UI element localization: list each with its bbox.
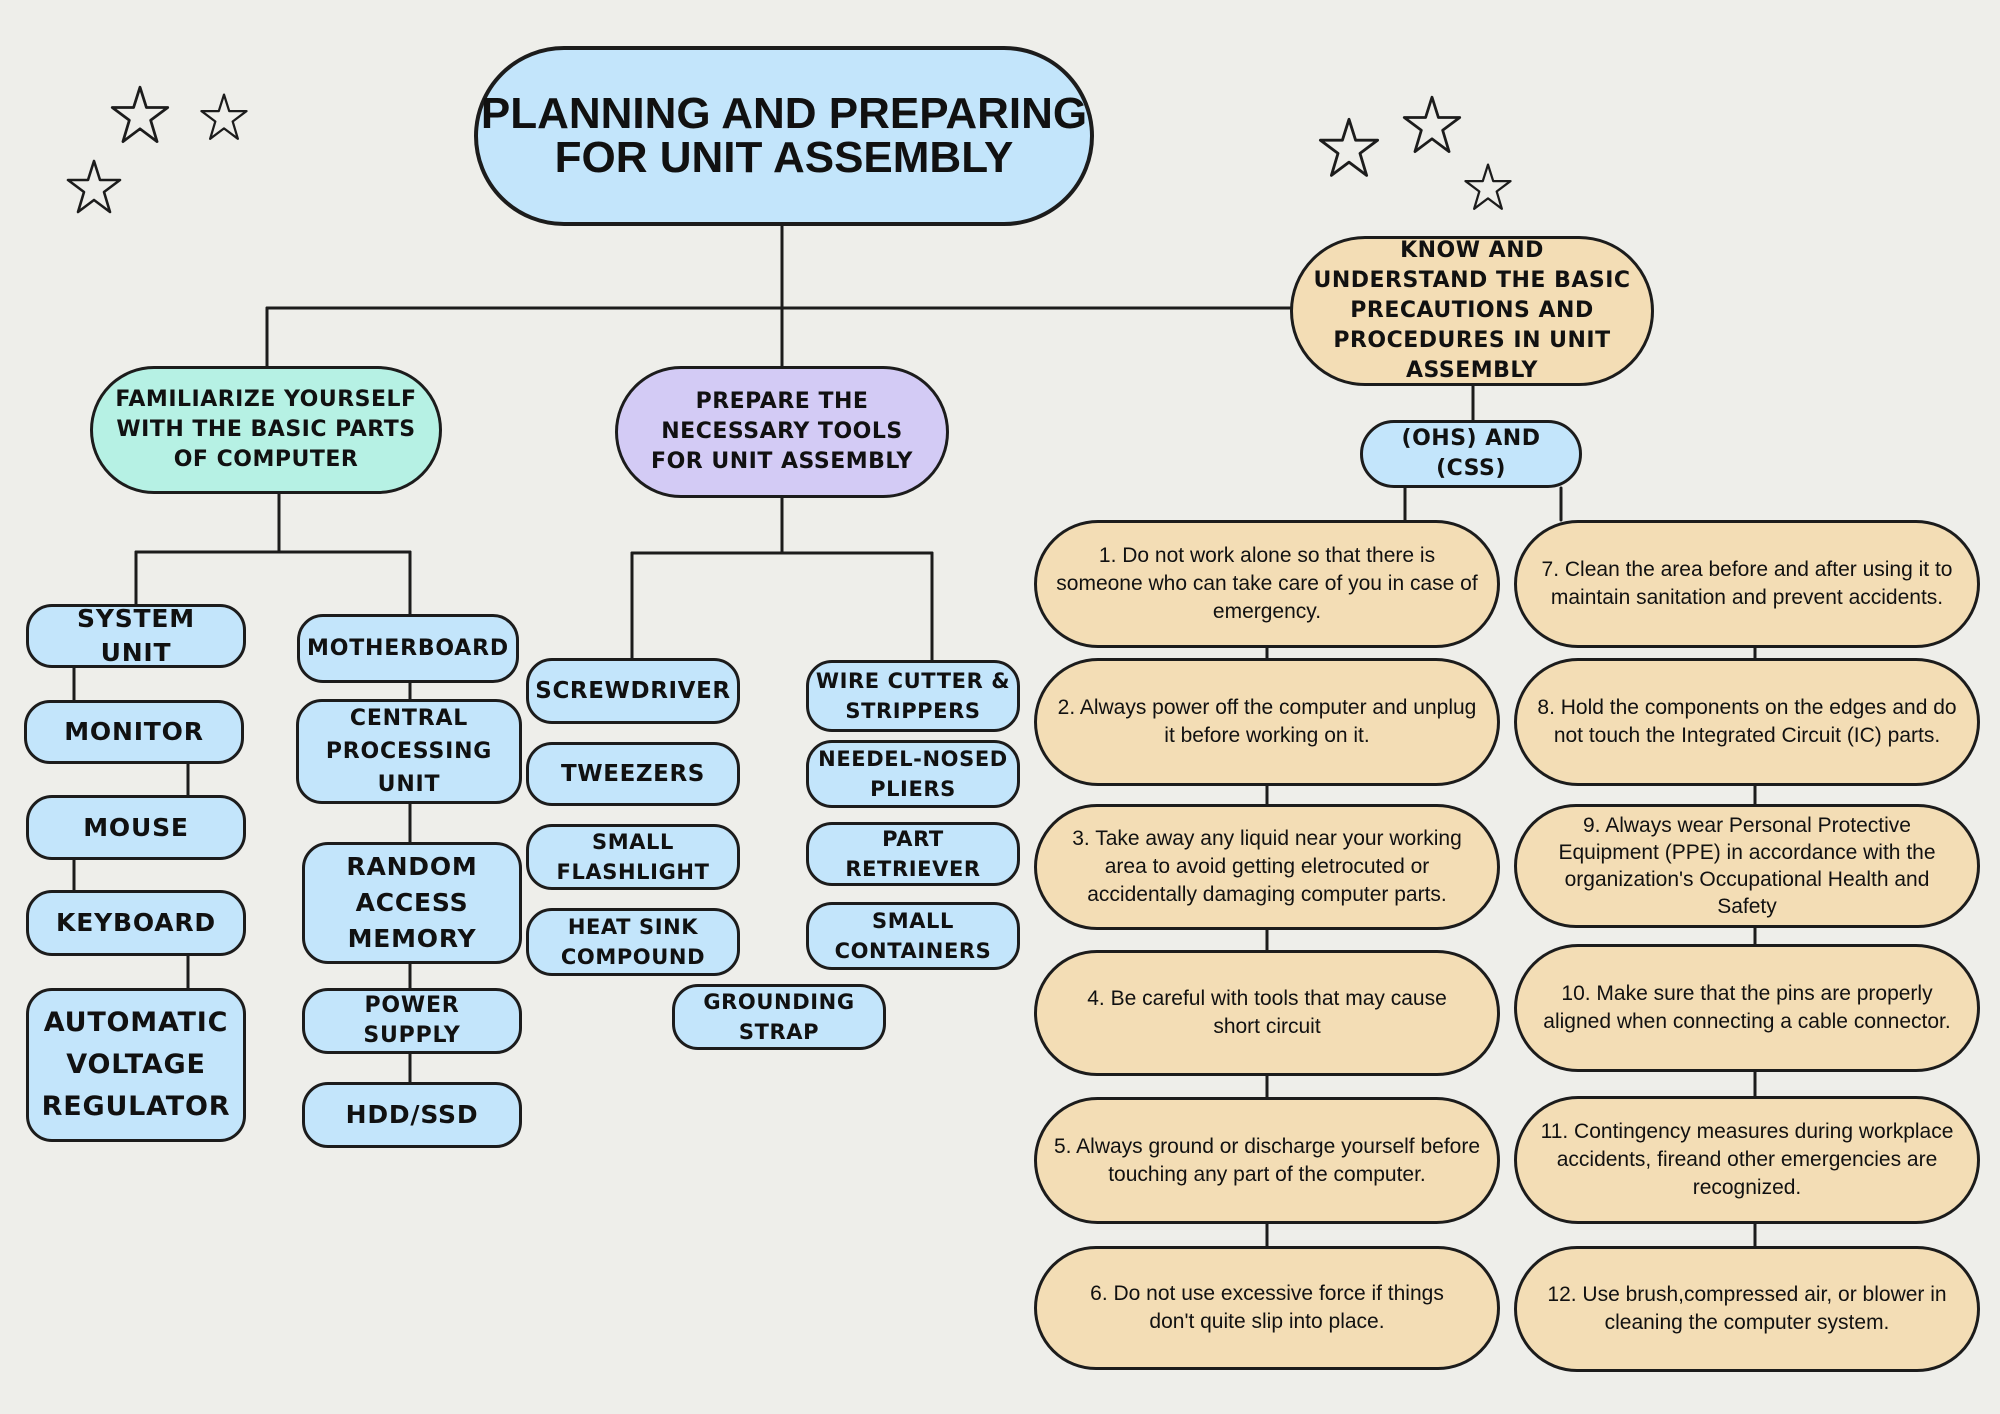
category-tools: PREPARE THE NECESSARY TOOLS FOR UNIT ASS… — [615, 366, 949, 498]
star-icon — [1318, 117, 1380, 177]
precaution-10: 10. Make sure that the pins are properly… — [1514, 944, 1980, 1072]
category-basic-parts: FAMILIARIZE YOURSELF WITH THE BASIC PART… — [90, 366, 442, 494]
tool-grounding-strap: GROUNDING STRAP — [672, 984, 886, 1050]
part-hdd-ssd: HDD/SSD — [302, 1082, 522, 1148]
precaution-12: 12. Use brush,compressed air, or blower … — [1514, 1246, 1980, 1372]
tool-heat-sink-compound: HEAT SINK COMPOUND — [526, 908, 740, 976]
tool-screwdriver: SCREWDRIVER — [526, 658, 740, 724]
tool-needle-nosed-pliers: NEEDEL-NOSED PLIERS — [806, 740, 1020, 808]
tool-wire-cutter-strippers: WIRE CUTTER & STRIPPERS — [806, 660, 1020, 732]
part-central-processing-unit: CENTRAL PROCESSING UNIT — [296, 699, 522, 804]
star-icon — [200, 93, 248, 140]
tool-tweezers: TWEEZERS — [526, 742, 740, 806]
part-power-supply: POWER SUPPLY — [302, 988, 522, 1054]
tool-part-retriever: PART RETRIEVER — [806, 822, 1020, 886]
precaution-3: 3. Take away any liquid near your workin… — [1034, 804, 1500, 930]
part-monitor: MONITOR — [24, 700, 244, 764]
part-system-unit: SYSTEM UNIT — [26, 604, 246, 668]
precaution-8: 8. Hold the components on the edges and … — [1514, 658, 1980, 786]
star-icon — [110, 85, 170, 143]
tool-small-containers: SMALL CONTAINERS — [806, 902, 1020, 970]
precaution-9: 9. Always wear Personal Protective Equip… — [1514, 804, 1980, 928]
standards-label: (OHS) AND (CSS) — [1360, 420, 1582, 488]
part-mouse: MOUSE — [26, 795, 246, 860]
page-title: PLANNING AND PREPARING FOR UNIT ASSEMBLY — [474, 46, 1094, 226]
precaution-4: 4. Be careful with tools that may cause … — [1034, 950, 1500, 1076]
precaution-5: 5. Always ground or discharge yourself b… — [1034, 1097, 1500, 1224]
precaution-1: 1. Do not work alone so that there is so… — [1034, 520, 1500, 648]
part-automatic-voltage-regulator: AUTOMATIC VOLTAGE REGULATOR — [26, 988, 246, 1142]
precaution-7: 7. Clean the area before and after using… — [1514, 520, 1980, 648]
part-random-access-memory: RANDOM ACCESS MEMORY — [302, 842, 522, 964]
star-icon — [1464, 163, 1512, 210]
tool-small-flashlight: SMALL FLASHLIGHT — [526, 824, 740, 890]
part-keyboard: KEYBOARD — [26, 890, 246, 956]
part-motherboard: MOTHERBOARD — [297, 614, 519, 683]
star-icon — [66, 159, 122, 214]
precaution-11: 11. Contingency measures during workplac… — [1514, 1096, 1980, 1224]
star-icon — [1402, 95, 1462, 153]
precaution-2: 2. Always power off the computer and unp… — [1034, 658, 1500, 786]
category-precautions: KNOW AND UNDERSTAND THE BASIC PRECAUTION… — [1290, 236, 1654, 386]
precaution-6: 6. Do not use excessive force if things … — [1034, 1246, 1500, 1370]
